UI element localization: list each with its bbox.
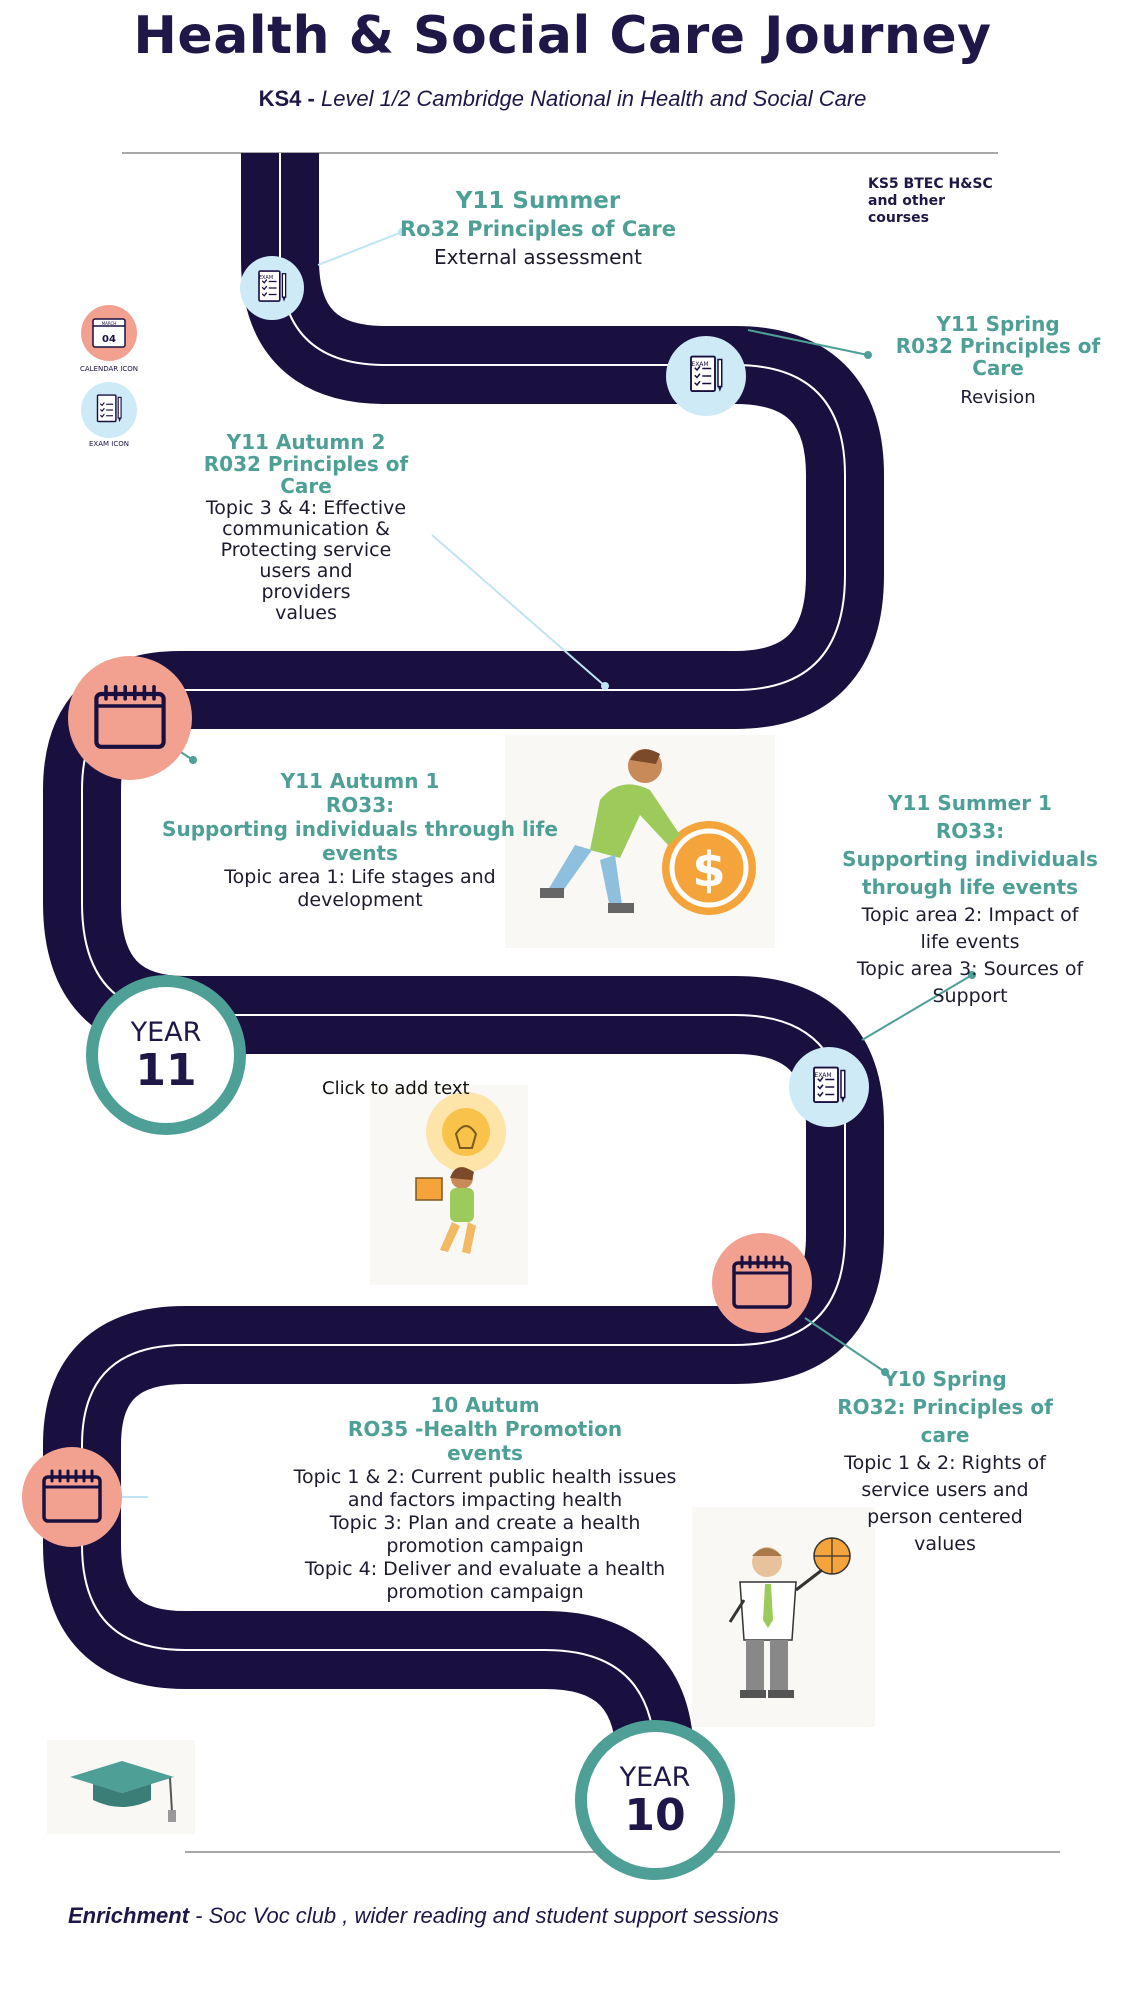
coin-dollar-sign: $	[692, 842, 725, 898]
y11-autumn1-unit: RO33: Supporting individuals through lif…	[162, 793, 558, 865]
y11-summer1-unit: RO33: Supporting individuals through lif…	[842, 819, 1098, 899]
enrichment-footer: Enrichment - Soc Voc club , wider readin…	[68, 1903, 779, 1929]
connector-y11-summer	[317, 231, 403, 266]
y10-autumn-title: 10 Autum	[430, 1393, 540, 1417]
enrichment-details: - Soc Voc club , wider reading and stude…	[189, 1903, 779, 1928]
student-lightbulb-illustration	[370, 1085, 528, 1285]
y11-summer-body: External assessment	[434, 245, 642, 269]
year-10-number: 10	[624, 1790, 685, 1841]
connector-dot-y10-spring	[881, 1368, 889, 1376]
click-to-add-text-placeholder[interactable]: Click to add text	[322, 1078, 470, 1099]
connector-y11-summer1	[861, 974, 973, 1041]
subtitle-qualification: Level 1/2 Cambridge National in Health a…	[320, 86, 867, 111]
exam-legend-label: EXAM ICON	[89, 440, 129, 448]
svg-text:EXAM: EXAM	[259, 275, 273, 281]
page-subtitle: KS4 - Level 1/2 Cambridge National in He…	[0, 86, 1125, 112]
person-pushing-coin-illustration: $	[505, 735, 775, 948]
legend-calendar: MARCH 04 CALENDAR ICON	[80, 305, 138, 373]
calendar-icon	[68, 656, 192, 780]
y11-autumn2-title: Y11 Autumn 2	[226, 430, 386, 454]
y10-spring-body: Topic 1 & 2: Rights of service users and…	[844, 1452, 1046, 1555]
page-title: Health & Social Care Journey	[133, 6, 992, 66]
y11-summer1-body: Topic area 2: Impact of life events Topi…	[856, 904, 1084, 1007]
y11-summer-milestone: Y11 Summer Ro32 Principles of Care Exter…	[392, 188, 684, 272]
year-11-number: 11	[135, 1045, 196, 1096]
y10-spring-title: Y10 Spring	[883, 1367, 1007, 1391]
y11-spring-milestone: Y11 Spring R032 Principles of Care Revis…	[878, 314, 1118, 416]
y10-autumn-unit: RO35 -Health Promotion events	[347, 1417, 623, 1465]
year-11-label: YEAR	[130, 1017, 202, 1048]
connector-y11-spring	[747, 329, 869, 356]
y10-autumn-body: Topic 1 & 2: Current public health issue…	[293, 1466, 677, 1603]
year-11-badge: YEAR 11	[86, 975, 246, 1135]
exam-icon: EXAM	[789, 1047, 869, 1127]
year-10-label: YEAR	[619, 1762, 691, 1793]
y11-autumn2-body: Topic 3 & 4: Effective communication & P…	[205, 497, 407, 624]
connector-dot-y11-summer	[398, 228, 406, 236]
y11-autumn2-milestone: Y11 Autumn 2 R032 Principles of Care Top…	[184, 432, 428, 624]
y11-spring-body: Revision	[960, 387, 1036, 408]
connector-dot-y11-spring	[864, 351, 872, 359]
exam-icon: EXAM	[666, 336, 746, 416]
y11-autumn1-milestone: Y11 Autumn 1 RO33: Supporting individual…	[150, 770, 570, 912]
y11-spring-title: Y11 Spring	[936, 312, 1060, 336]
y11-autumn2-unit: R032 Principles of Care	[203, 452, 409, 498]
svg-text:04: 04	[102, 334, 116, 345]
boy-basketball-illustration	[692, 1507, 875, 1727]
y11-summer1-milestone: Y11 Summer 1 RO33: Supporting individual…	[830, 790, 1110, 1010]
y10-spring-milestone: Y10 Spring RO32: Principles of care Topi…	[820, 1366, 1070, 1558]
connector-y11-autumn2	[431, 534, 606, 687]
graduation-cap-icon	[47, 1740, 195, 1834]
exam-icon: EXAM	[240, 256, 304, 320]
y11-autumn1-body: Topic area 1: Life stages and developmen…	[224, 866, 496, 911]
y11-summer-title: Y11 Summer	[455, 188, 621, 214]
svg-text:EXAM: EXAM	[814, 1072, 831, 1079]
svg-text:MARCH: MARCH	[102, 321, 117, 326]
ks5-next-steps-note: KS5 BTEC H&SC and other courses	[868, 176, 993, 226]
connector-dot-y11-autumn2	[601, 682, 609, 690]
calendar-icon	[712, 1233, 812, 1333]
svg-text:EXAM: EXAM	[691, 361, 708, 368]
y10-autumn-milestone: 10 Autum RO35 -Health Promotion events T…	[240, 1394, 730, 1604]
connector-y10-spring	[804, 1317, 886, 1373]
legend-exam: EXAM ICON	[81, 382, 137, 448]
y11-spring-unit: R032 Principles of Care	[895, 334, 1101, 380]
journey-road	[42, 153, 884, 1800]
y10-spring-unit: RO32: Principles of care	[837, 1395, 1053, 1447]
connector-dot-y11-autumn1	[189, 756, 197, 764]
y11-summer-unit: Ro32 Principles of Care	[399, 217, 676, 241]
enrichment-label: Enrichment	[68, 1903, 190, 1928]
subtitle-key-stage: KS4 -	[258, 86, 321, 111]
year-10-badge: YEAR 10	[575, 1720, 735, 1880]
y11-summer1-title: Y11 Summer 1	[888, 791, 1052, 815]
calendar-icon	[22, 1447, 122, 1547]
y11-autumn1-title: Y11 Autumn 1	[280, 769, 440, 793]
calendar-legend-label: CALENDAR ICON	[80, 365, 138, 373]
connector-dot-y11-summer1	[968, 971, 976, 979]
